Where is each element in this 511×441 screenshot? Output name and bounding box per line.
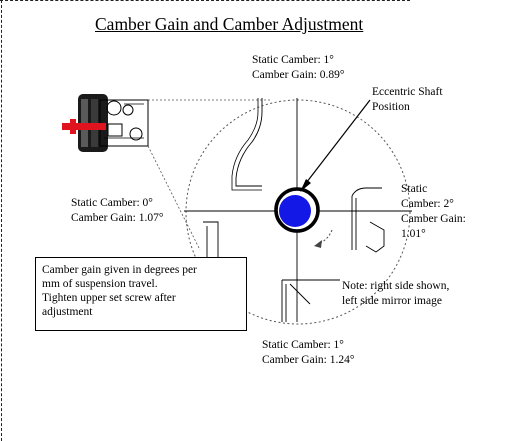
page-title: Camber Gain and Camber Adjustment bbox=[95, 14, 364, 34]
lower-right-bracket bbox=[281, 279, 340, 322]
right-label-line4: 1.01° bbox=[401, 228, 426, 240]
right-label-line1: Static bbox=[401, 183, 428, 195]
note-box: Camber gain given in degrees per mm of s… bbox=[35, 257, 247, 331]
right-label-line2: Camber: 2° bbox=[401, 198, 454, 210]
adjustment-circle bbox=[185, 99, 411, 325]
upright-outline-inner bbox=[231, 98, 262, 191]
mirror-note-line1: Note: right side shown, bbox=[342, 280, 450, 292]
bottom-camber-gain-label: Camber Gain: 1.24° bbox=[262, 354, 355, 366]
rotation-arrow bbox=[317, 229, 333, 245]
left-camber-gain-label: Camber Gain: 1.07° bbox=[71, 212, 164, 224]
upright-outline bbox=[235, 98, 263, 187]
top-static-camber-label: Static Camber: 1° bbox=[252, 54, 334, 66]
suspension-thumbnail bbox=[62, 94, 149, 152]
right-label-line3: Camber Gain: bbox=[401, 213, 466, 225]
rotation-arrowhead bbox=[314, 240, 322, 248]
note-line1: Camber gain given in degrees per bbox=[42, 264, 197, 276]
eccentric-pointer-arrowhead bbox=[300, 179, 311, 192]
eccentric-pointer-line bbox=[302, 99, 371, 188]
top-camber-gain-label: Camber Gain: 0.89° bbox=[252, 69, 345, 81]
connector-line-bottom bbox=[147, 145, 201, 251]
left-static-camber-label: Static Camber: 0° bbox=[71, 197, 153, 209]
bottom-static-camber-label: Static Camber: 1° bbox=[262, 339, 344, 351]
right-bracket bbox=[351, 187, 385, 253]
eccentric-label-line2: Position bbox=[372, 101, 410, 113]
eccentric-shaft bbox=[279, 195, 311, 227]
dashed-border-left bbox=[1, 0, 2, 441]
eccentric-label-line1: Eccentric Shaft bbox=[372, 86, 443, 98]
note-line3: Tighten upper set screw after bbox=[42, 292, 176, 304]
mirror-note-line2: left side mirror image bbox=[342, 295, 442, 307]
note-line2: mm of suspension travel. bbox=[42, 278, 158, 290]
dashed-border-top bbox=[0, 0, 410, 1]
note-line4: adjustment bbox=[42, 306, 93, 318]
